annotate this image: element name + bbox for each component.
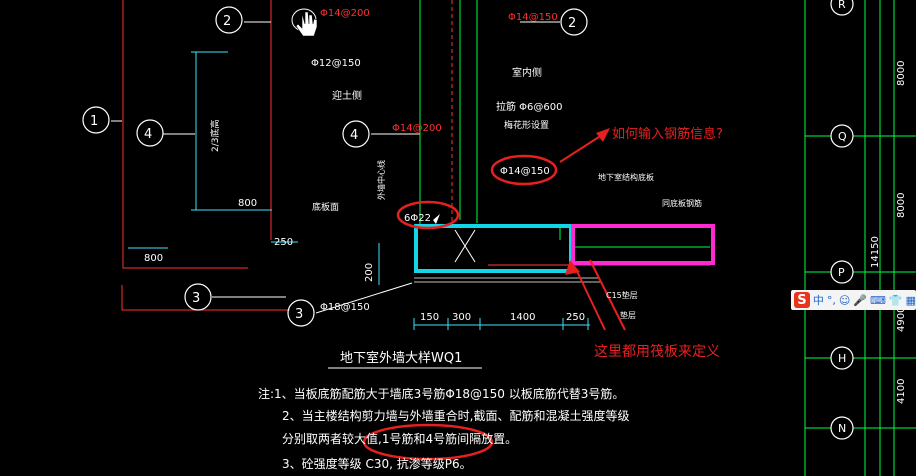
dim-800-a: 800 bbox=[238, 198, 257, 209]
bubble-3-left: 3 bbox=[192, 291, 200, 306]
bubble-1: 1 bbox=[90, 114, 98, 129]
ime-keyboard-icon[interactable]: ⌨ bbox=[870, 293, 886, 307]
raft-box-magenta bbox=[571, 224, 715, 265]
ime-emoji-icon[interactable]: ☺ bbox=[838, 293, 851, 307]
drawing-title: 地下室外墙大样WQ1 bbox=[340, 350, 462, 366]
rebar-label-top-left: Φ14@200 bbox=[320, 8, 370, 19]
axis-H: H bbox=[838, 352, 846, 365]
rebar-label-c: Φ14@150 bbox=[500, 166, 550, 177]
rebar-label-a: Φ12@150 bbox=[311, 58, 361, 69]
label-basement-slab: 地下室结构底板 bbox=[598, 172, 654, 182]
ime-punct-toggle[interactable]: °, bbox=[826, 293, 836, 307]
note-2: 2、当主楼结构剪力墙与外墙重合时,截面、配筋和混凝土强度等级 bbox=[282, 408, 629, 423]
highlight-ellipse-2 bbox=[396, 200, 460, 230]
dim-bottom-4: 250 bbox=[566, 312, 585, 323]
outline-red-lower bbox=[121, 285, 290, 311]
annotation-question: 如何输入钢筋信息? bbox=[612, 126, 723, 142]
note-3: 分别取两者较大值,1号筋和4号筋间隔放置。 bbox=[282, 431, 517, 446]
grid-dim-3: 14150 bbox=[870, 236, 881, 268]
axis-Q: Q bbox=[838, 130, 847, 143]
label-outdoor: 迎土侧 bbox=[332, 89, 362, 102]
ime-menu-icon[interactable]: ▦ bbox=[905, 293, 916, 307]
bubble-4-mid: 4 bbox=[350, 128, 358, 143]
sogou-logo-icon[interactable]: S bbox=[794, 292, 810, 308]
axis-R: R bbox=[838, 0, 846, 11]
bubble-2-right: 2 bbox=[568, 16, 576, 31]
dim-250: 250 bbox=[274, 237, 293, 248]
label-slab-face: 底板面 bbox=[312, 201, 339, 213]
label-cushion: C15垫层 bbox=[606, 290, 638, 300]
grid-dim-4: 4900 bbox=[896, 307, 907, 332]
bubble-4-left: 4 bbox=[144, 127, 152, 142]
label-pad: 垫层 bbox=[620, 310, 636, 320]
dim-bottom-1: 150 bbox=[420, 312, 439, 323]
outline-red-left bbox=[122, 0, 248, 269]
axis-P: P bbox=[838, 266, 845, 279]
dim-bottom-3: 1400 bbox=[510, 312, 535, 323]
dim-bottom-2: 300 bbox=[452, 312, 471, 323]
highlight-ellipse-3 bbox=[362, 423, 494, 461]
raft-box-cyan bbox=[414, 224, 573, 273]
label-ext-wall: 外墙中心线 bbox=[376, 160, 386, 200]
dim-200: 200 bbox=[364, 263, 375, 282]
ime-toolbar[interactable]: S 中 °, ☺ 🎤 ⌨ 👕 ▦ bbox=[791, 290, 916, 310]
highlight-ellipse-1 bbox=[490, 154, 558, 186]
label-height-mark: 2/3底高 bbox=[209, 120, 221, 153]
note-1: 注:1、当板底筋配筋大于墙底3号筋Φ18@150 以板底筋代替3号筋。 bbox=[258, 386, 624, 401]
note-4: 3、砼强度等级 C30, 抗渗等级P6。 bbox=[282, 456, 472, 471]
grid-dim-5: 4100 bbox=[896, 379, 907, 404]
rebar-label-f2: 梅花形设置 bbox=[504, 119, 549, 131]
axis-N: N bbox=[838, 422, 846, 435]
bubble-2-left: 2 bbox=[223, 14, 231, 29]
dim-800-b: 800 bbox=[144, 253, 163, 264]
rebar-label-f: 拉筋 Φ6@600 bbox=[496, 100, 563, 113]
rebar-label-b: Φ14@200 bbox=[392, 123, 442, 134]
ime-voice-icon[interactable]: 🎤 bbox=[853, 293, 867, 307]
hand-cursor-icon bbox=[295, 11, 318, 37]
ime-skin-icon[interactable]: 👕 bbox=[888, 293, 903, 307]
ime-lang-toggle[interactable]: 中 bbox=[812, 294, 824, 307]
bubble-3-mid: 3 bbox=[295, 307, 303, 322]
label-indoor: 室内侧 bbox=[512, 66, 542, 79]
rebar-label-e: Φ18@150 bbox=[320, 302, 370, 313]
grid-dim-1: 8000 bbox=[896, 61, 907, 86]
rebar-label-top-right: Φ14@150 bbox=[508, 12, 558, 23]
annotation-raft: 这里都用筏板来定义 bbox=[594, 343, 720, 360]
label-rebar-bottom: 同底板钢筋 bbox=[662, 198, 702, 208]
grid-dim-2: 8000 bbox=[896, 193, 907, 218]
rebar-label-d: 6Φ22 bbox=[404, 213, 431, 224]
